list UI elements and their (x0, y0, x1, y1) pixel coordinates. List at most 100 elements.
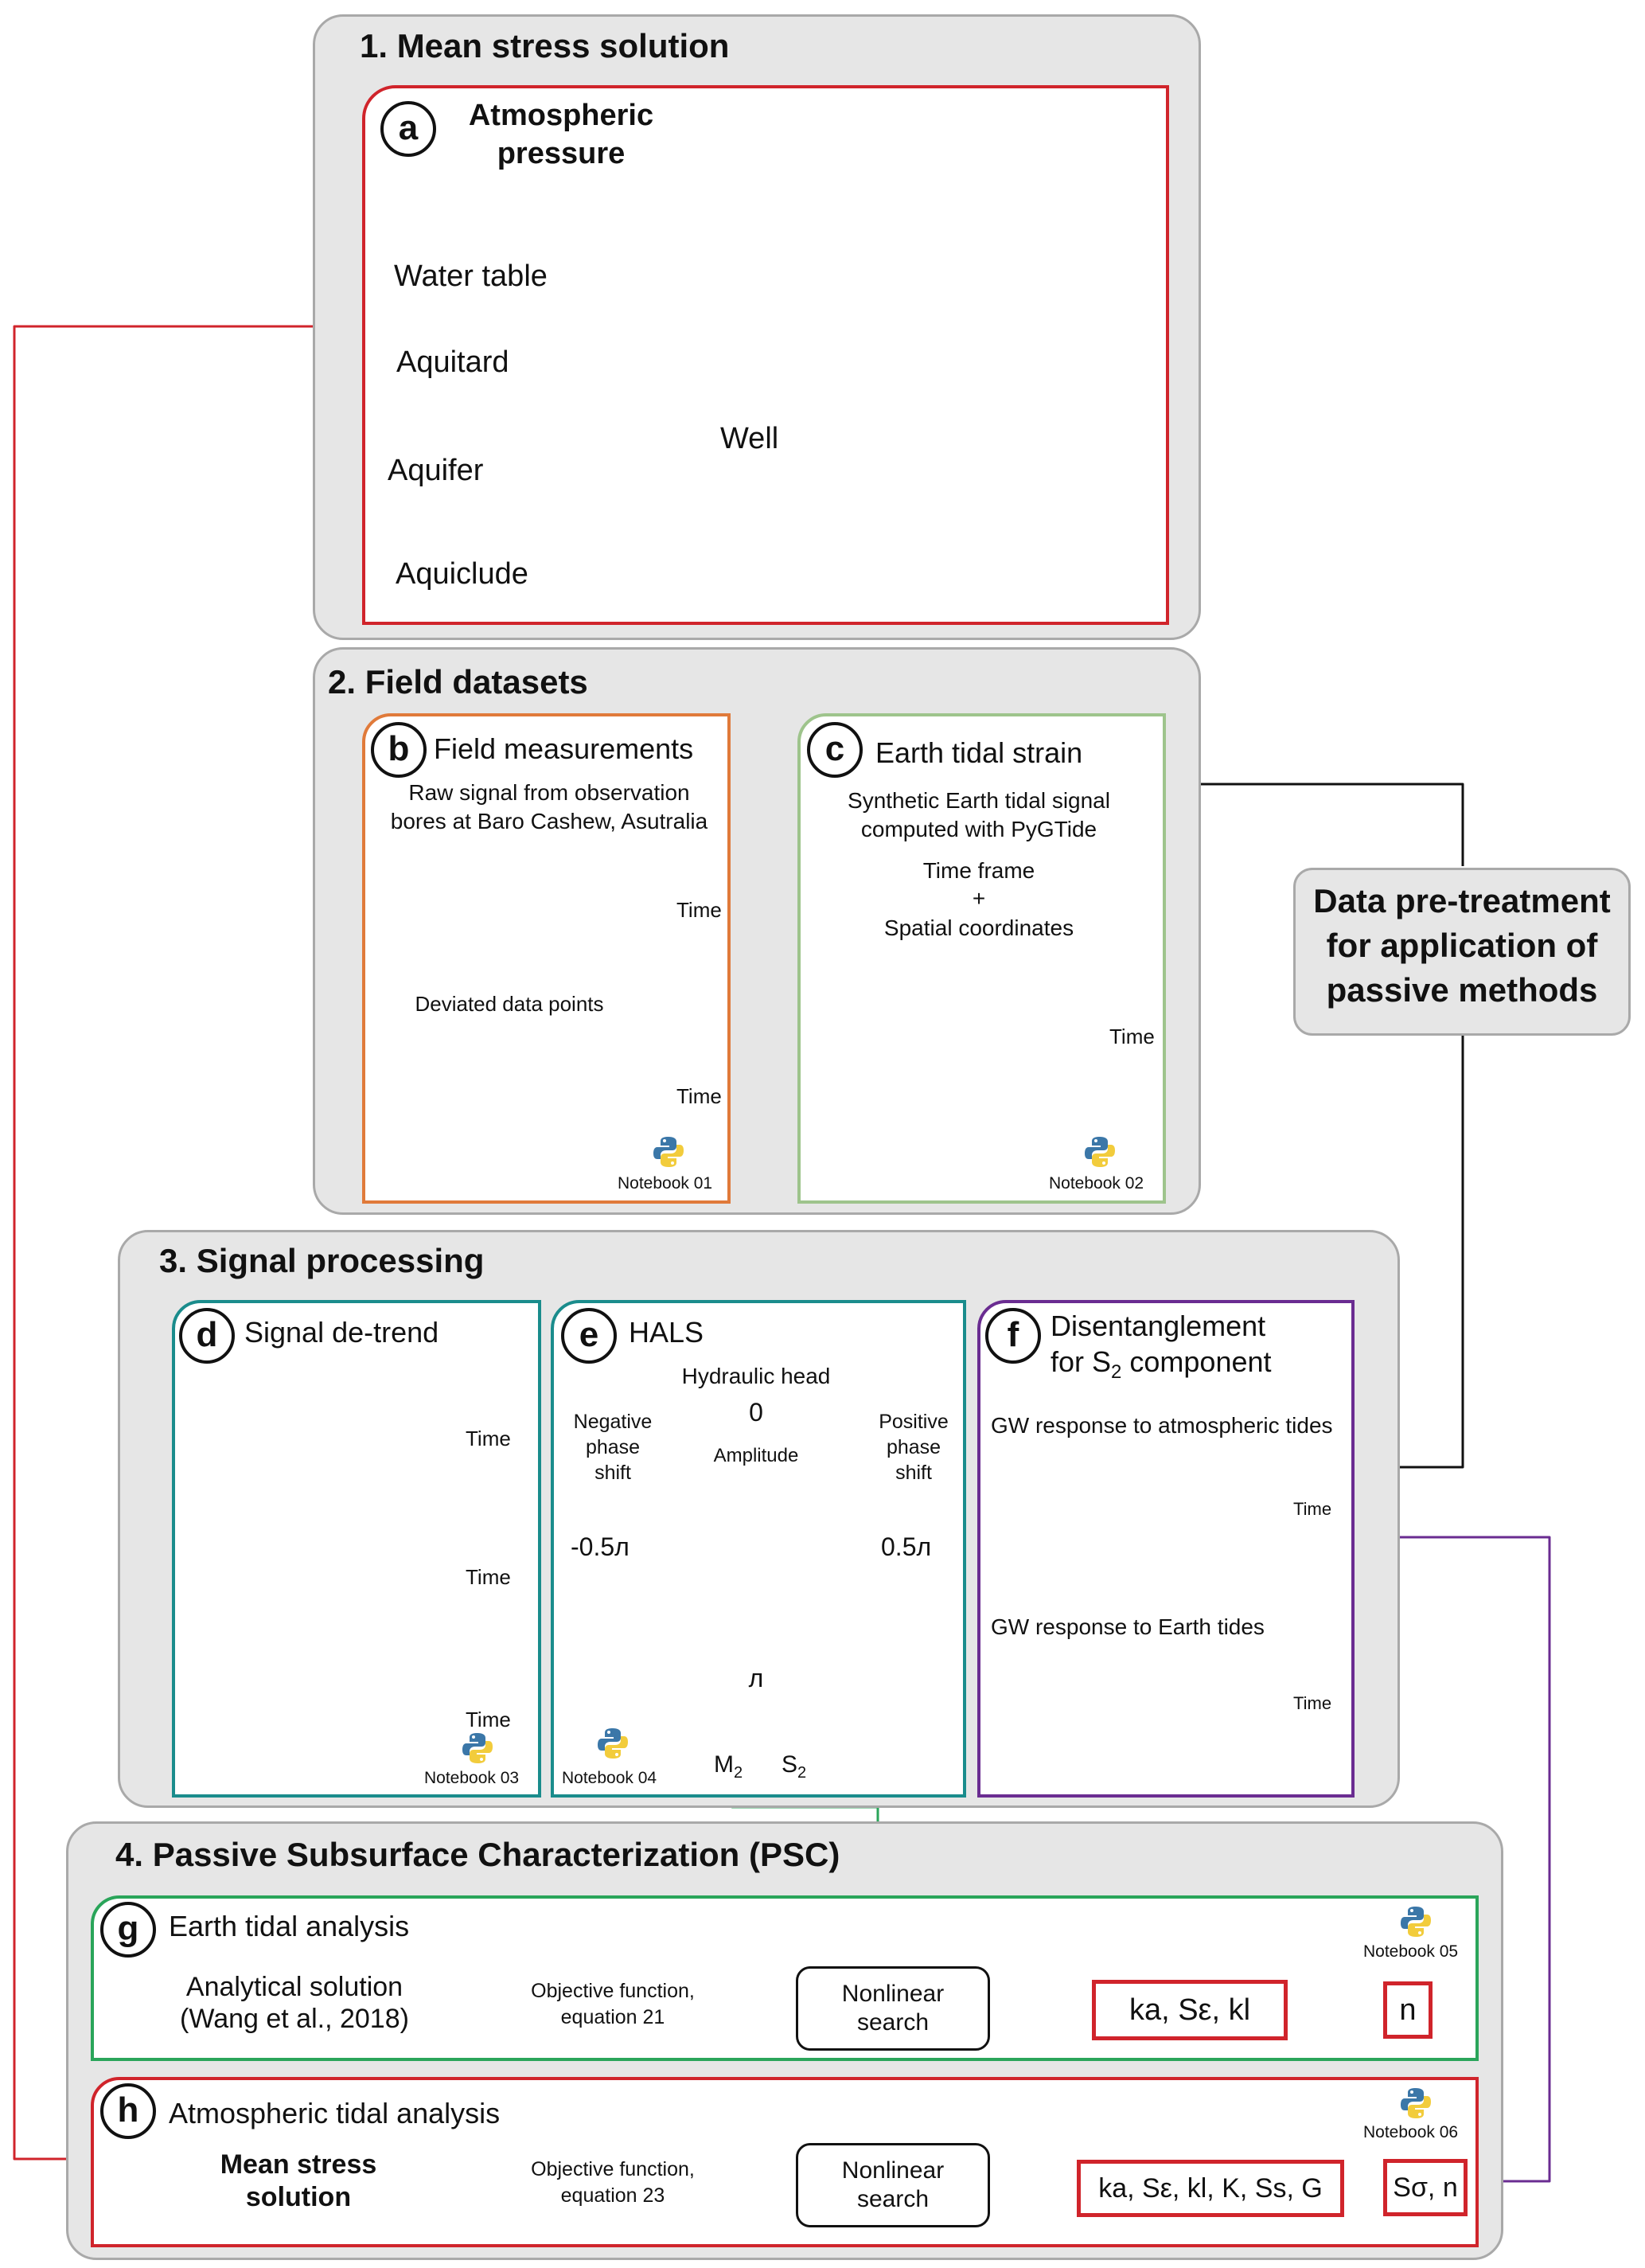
section-3-title: 3. Signal processing (159, 1242, 485, 1279)
panel-g-params-box: ka, Sε, kl (1092, 1980, 1288, 2040)
panel-e (551, 1300, 966, 1798)
water-table-label: Water table (394, 260, 548, 293)
panel-g-title: Earth tidal analysis (169, 1910, 410, 1942)
m2-subscript: 2 (734, 1764, 743, 1782)
aquifer-label: Aquifer (388, 454, 484, 487)
negative-label-3: shift (594, 1462, 631, 1484)
panel-b-title: Field measurements (434, 732, 694, 765)
s2-label: S2 (782, 1751, 806, 1782)
panel-a-letter: a (380, 101, 436, 157)
python-icon (460, 1731, 495, 1766)
red-connector (13, 325, 362, 2166)
panel-b (362, 713, 731, 1204)
panel-f-title-2-sub: 2 (1111, 1361, 1122, 1384)
m2-letter: M (714, 1751, 734, 1778)
section-2-title: 2. Field datasets (328, 663, 588, 701)
section-4-title: 4. Passive Subsurface Characterization (… (115, 1836, 840, 1873)
pretreatment-box (1293, 868, 1631, 1036)
panel-d-title: Signal de-trend (244, 1316, 439, 1349)
panel-c (797, 713, 1166, 1204)
python-logo (598, 1728, 628, 1759)
python-icon (651, 1134, 686, 1169)
notebook-01-label: Notebook 01 (618, 1174, 713, 1193)
positive-label-2: phase (886, 1436, 941, 1458)
panel-f-letter: f (985, 1308, 1041, 1364)
python-logo (462, 1733, 493, 1763)
panel-h-solution-2: solution (245, 2182, 352, 2212)
earth-tides-label: GW response to Earth tides (991, 1614, 1265, 1639)
python-icon (1398, 2086, 1433, 2121)
panel-c-time: Time (1109, 1025, 1155, 1048)
half-pi-label: 0.5л (881, 1532, 932, 1561)
panel-h-objective-1: Objective function, (531, 2158, 695, 2180)
panel-g-solution-2: (Wang et al., 2018) (180, 2004, 409, 2034)
panel-e-title: HALS (629, 1316, 704, 1349)
panel-f-title-2: for S2 component (1051, 1345, 1272, 1384)
panel-g-objective-1: Objective function, (531, 1980, 695, 2002)
panel-d (172, 1300, 541, 1798)
negative-label-1: Negative (573, 1411, 653, 1433)
deviated-points-label: Deviated data points (415, 992, 604, 1016)
panel-f-title-1: Disentanglement (1051, 1310, 1266, 1342)
panel-c-desc-1: Synthetic Earth tidal signal (848, 788, 1110, 813)
panel-h-title: Atmospheric tidal analysis (169, 2097, 501, 2129)
pi-label: л (748, 1664, 764, 1692)
panel-e-letter: e (561, 1308, 617, 1364)
time-frame-label: Time frame (922, 858, 1035, 883)
panel-g-search-2: search (856, 2009, 930, 2036)
minus-half-pi-label: -0.5л (571, 1532, 630, 1561)
python-logo (653, 1137, 684, 1167)
panel-c-letter: c (807, 722, 863, 778)
s2-letter: S (782, 1751, 798, 1778)
panel-h-result-box: Sσ, n (1383, 2159, 1468, 2216)
pretreatment-line-1: Data pre-treatment (1313, 882, 1611, 919)
zero-label: 0 (749, 1398, 763, 1427)
panel-b-time-1: Time (676, 898, 722, 922)
positive-label-3: shift (895, 1462, 932, 1484)
panel-h-letter: h (100, 2083, 156, 2139)
panel-a (362, 85, 1169, 625)
panel-b-time-2: Time (676, 1084, 722, 1108)
panel-h-params-box: ka, Sε, kl, K, Ss, G (1077, 2160, 1344, 2217)
python-logo (1401, 2088, 1431, 2118)
python-icon (595, 1726, 630, 1761)
section-1-title: 1. Mean stress solution (360, 27, 730, 64)
notebook-02-label: Notebook 02 (1049, 1174, 1144, 1193)
panel-c-desc-2: computed with PyGTide (860, 817, 1097, 841)
panel-h-objective-2: equation 23 (560, 2184, 665, 2207)
spatial-coordinates-label: Spatial coordinates (883, 915, 1074, 940)
m2-label: M2 (714, 1751, 743, 1782)
panel-f-title-2-post: component (1121, 1345, 1272, 1378)
purple-result-connector (1350, 1536, 1551, 2188)
panel-d-time-3: Time (466, 1708, 511, 1731)
panel-h-search-2: search (856, 2186, 930, 2212)
plus-label: + (972, 886, 986, 911)
panel-g-solution-1: Analytical solution (185, 1972, 403, 2002)
well-label: Well (720, 422, 779, 455)
panel-d-time-1: Time (466, 1427, 511, 1450)
notebook-04-label: Notebook 04 (562, 1769, 657, 1787)
negative-label-2: phase (585, 1436, 641, 1458)
notebook-03-label: Notebook 03 (424, 1769, 520, 1787)
panel-f-title-2-pre: for S (1051, 1345, 1112, 1378)
amplitude-label: Amplitude (713, 1445, 799, 1466)
python-logo (1401, 1907, 1431, 1937)
panel-h-solution-1: Mean stress (220, 2149, 377, 2180)
panel-g-search-1: Nonlinear (841, 1981, 945, 2007)
panel-g-result-box: n (1383, 1981, 1433, 2039)
panel-c-title: Earth tidal strain (875, 736, 1083, 769)
panel-f-time-1: Time (1293, 1499, 1332, 1519)
atm-tides-label: GW response to atmospheric tides (991, 1413, 1333, 1438)
hydraulic-head-label: Hydraulic head (681, 1364, 831, 1388)
panel-b-letter: b (371, 722, 427, 778)
panel-f-time-2: Time (1293, 1693, 1332, 1713)
black-connector-top (1162, 783, 1464, 866)
panel-d-letter: d (179, 1308, 235, 1364)
positive-label-1: Positive (879, 1411, 949, 1433)
panel-g-letter: g (100, 1902, 156, 1958)
s2-subscript: 2 (797, 1764, 807, 1782)
panel-f (977, 1300, 1355, 1798)
panel-b-desc-2: bores at Baro Cashew, Asutralia (390, 809, 708, 833)
aquitard-label: Aquitard (396, 345, 509, 379)
